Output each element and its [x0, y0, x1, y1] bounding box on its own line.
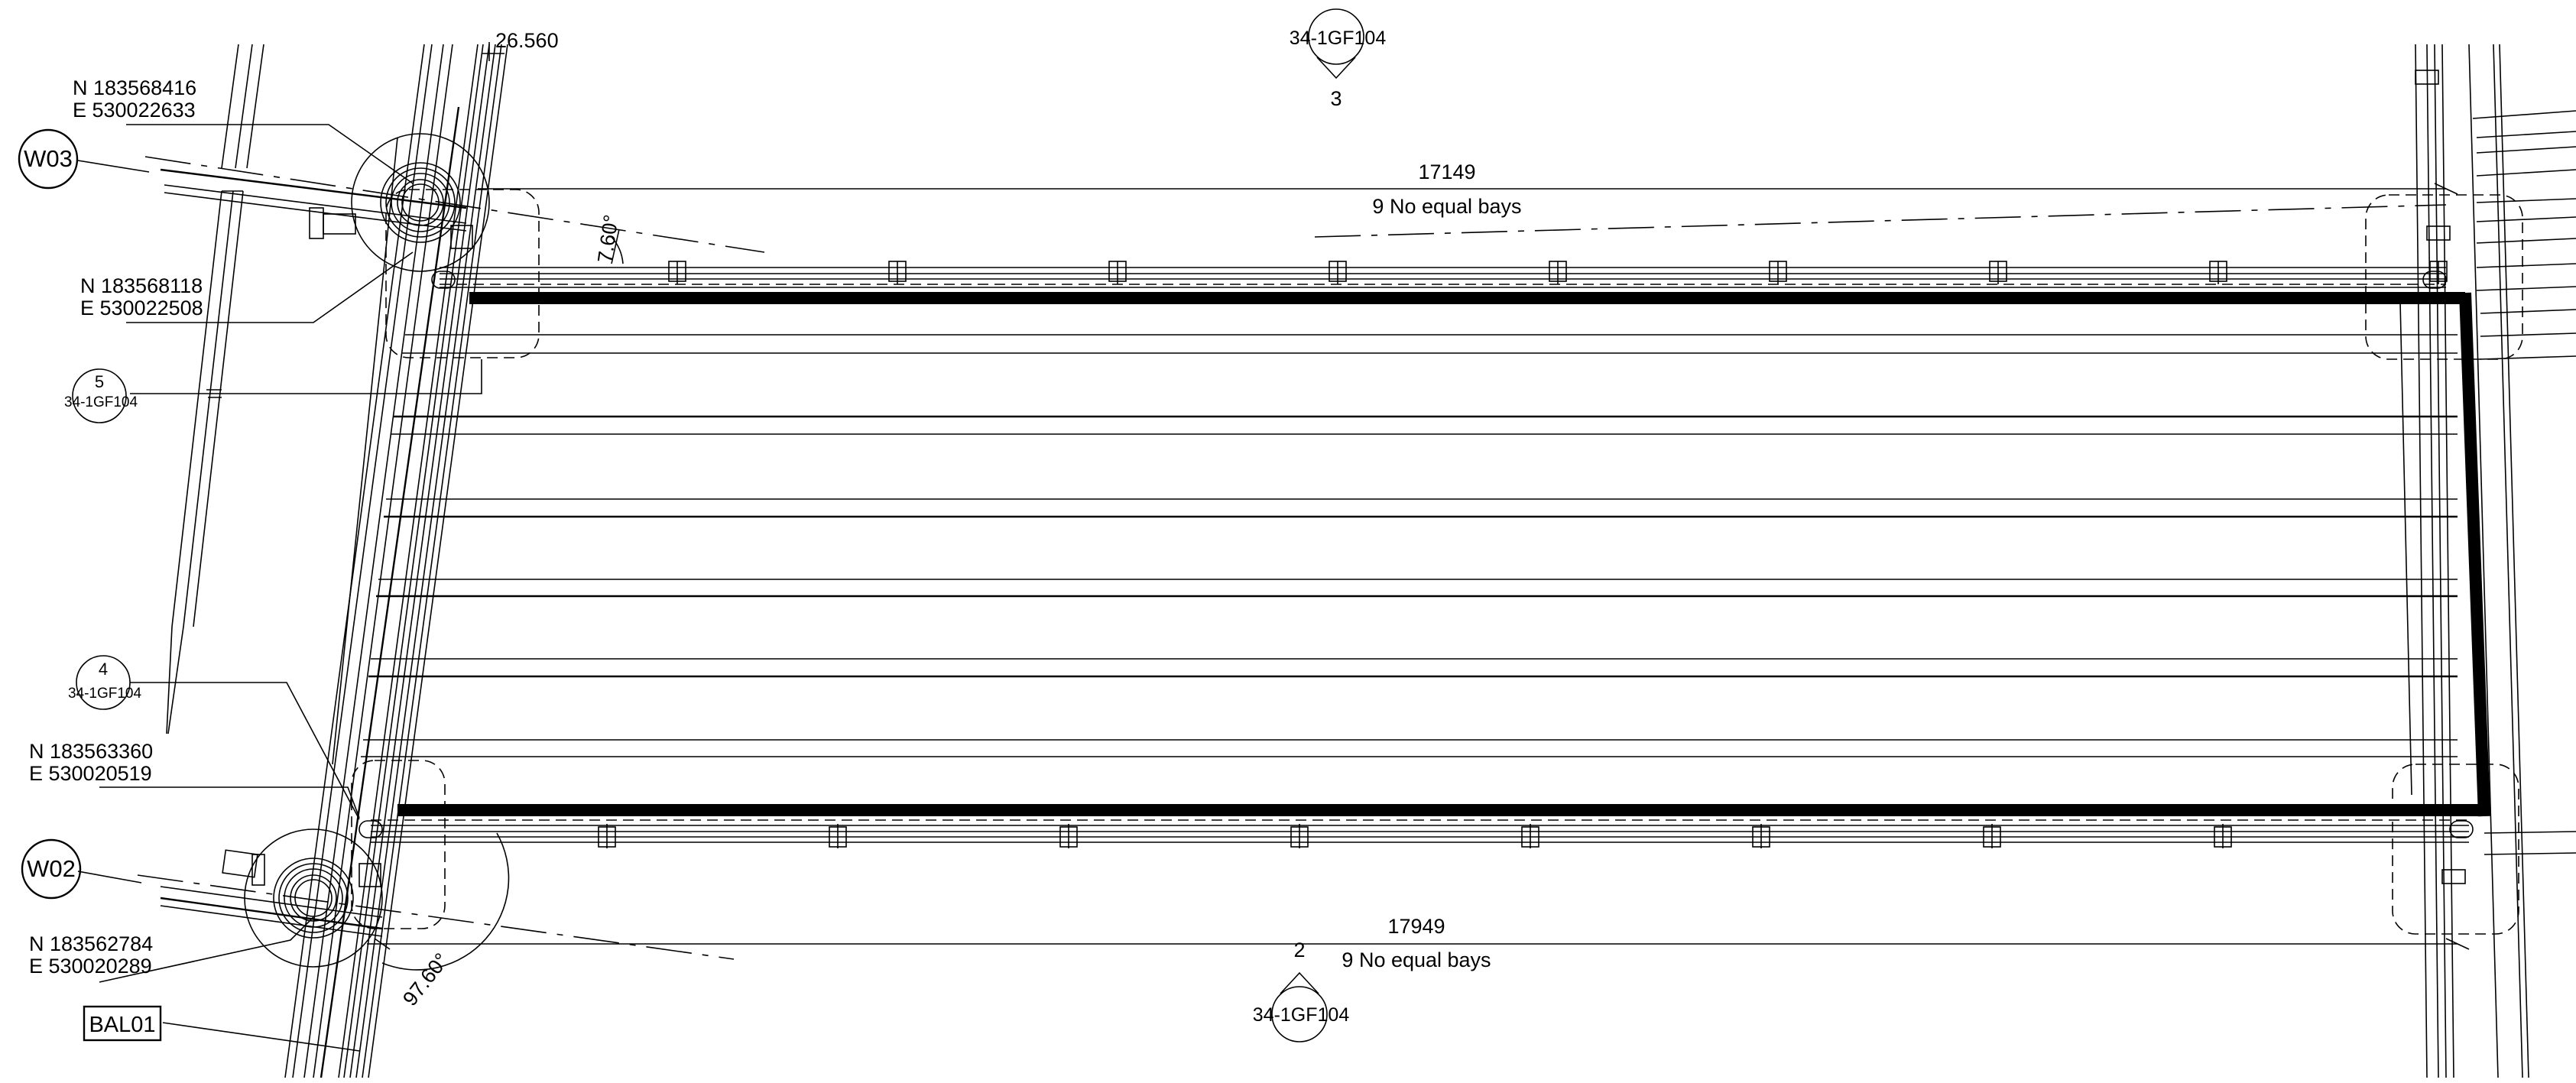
detail-marker-4: 4 34-1GF104 — [68, 655, 142, 710]
leader-lines — [77, 42, 504, 1052]
detail-marker-5: 5 34-1GF104 — [64, 368, 138, 423]
coordinate-labels: N 183568416 E 530022633 N 183568118 E 53… — [29, 76, 203, 978]
perimeter-beams — [397, 292, 2490, 817]
coord-e-bottom-outer: E 530020289 — [29, 955, 152, 978]
bottom-left-beams — [160, 849, 383, 937]
deck-planks — [361, 334, 2458, 757]
dimension-bottom — [367, 938, 2470, 950]
dimension-labels: 17149 9 No equal bays 17949 9 No equal b… — [1342, 161, 1521, 971]
angle-top-label: 7.60° — [593, 213, 623, 264]
svg-text:34-1GF104: 34-1GF104 — [1253, 1004, 1350, 1026]
top-length-label: 17149 — [1418, 161, 1475, 183]
bottom-balustrade-rail — [358, 819, 2474, 843]
svg-text:2: 2 — [1293, 939, 1305, 961]
column-bottom-left — [244, 760, 510, 971]
tag-w03: W03 — [18, 128, 79, 190]
coord-e-top-inner: E 530022508 — [80, 297, 203, 319]
coord-n-top-inner: N 183568118 — [80, 274, 203, 297]
svg-text:5: 5 — [95, 372, 104, 391]
left-wall-lines — [284, 44, 508, 1078]
column-top-left — [351, 133, 540, 358]
tag-w02: W02 — [21, 838, 82, 900]
top-posts — [668, 261, 2448, 284]
coord-n-bottom-outer: N 183562784 — [29, 932, 153, 955]
svg-text:W03: W03 — [24, 145, 73, 172]
svg-text:34-1GF104: 34-1GF104 — [68, 686, 142, 702]
top-bays-label: 9 No equal bays — [1372, 195, 1521, 218]
coord-n-top-outer: N 183568416 — [73, 76, 196, 99]
left-downpipe — [166, 44, 264, 734]
right-structure — [2365, 44, 2576, 1078]
dimension-top — [478, 183, 2458, 264]
svg-text:W02: W02 — [27, 855, 76, 882]
level-label: 26.560 — [495, 29, 559, 52]
svg-text:BAL01: BAL01 — [89, 1013, 155, 1037]
svg-text:34-1GF104: 34-1GF104 — [64, 394, 138, 410]
coord-n-bottom-inner: N 183563360 — [29, 740, 153, 763]
svg-text:3: 3 — [1330, 87, 1342, 110]
section-marker-bottom: 34-1GF104 2 — [1253, 939, 1350, 1042]
section-marker-top: 34-1GF104 3 — [1290, 8, 1387, 110]
svg-text:34-1GF104: 34-1GF104 — [1290, 28, 1387, 49]
grid-lines — [137, 156, 2447, 960]
top-balustrade-rail — [431, 267, 2447, 289]
bottom-posts — [598, 824, 2232, 848]
svg-text:4: 4 — [99, 660, 108, 679]
bottom-length-label: 17949 — [1387, 915, 1445, 938]
coord-e-bottom-inner: E 530020519 — [29, 762, 152, 785]
bottom-bays-label: 9 No equal bays — [1342, 948, 1491, 971]
coord-e-top-outer: E 530022633 — [73, 99, 196, 122]
angle-bottom-label: 97.60° — [398, 948, 453, 1010]
tag-bal01: BAL01 — [83, 1005, 162, 1042]
